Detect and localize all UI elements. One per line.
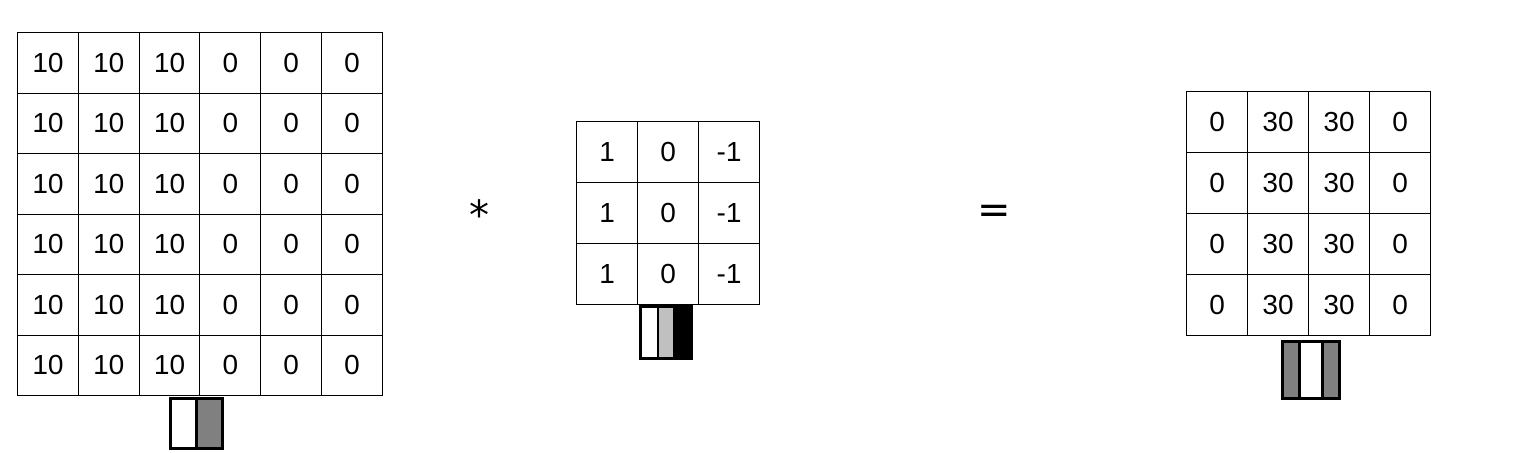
input-matrix-cell: 0: [320, 32, 383, 94]
input-matrix-cell: 0: [260, 274, 322, 336]
kernel-swatch-band-positive: [642, 308, 657, 357]
input-matrix-cell: 0: [260, 334, 322, 396]
output-matrix-cell: 0: [1369, 152, 1431, 214]
input-matrix-cell: 0: [199, 92, 262, 154]
output-swatch-band-right: [1324, 343, 1338, 397]
output-matrix-cell: 0: [1186, 152, 1248, 214]
kernel-matrix-cell: 1: [576, 182, 638, 244]
input-matrix-cell: 0: [320, 334, 383, 396]
convolution-operator: *: [469, 193, 489, 239]
input-matrix-cell: 10: [77, 32, 140, 94]
kernel-swatch-band-negative: [673, 308, 691, 357]
kernel-matrix-cell: -1: [698, 243, 760, 305]
output-matrix-cell: 30: [1308, 91, 1370, 153]
output-matrix-cell: 30: [1308, 213, 1370, 275]
input-matrix-cell: 0: [199, 153, 262, 215]
output-swatch-band-edge: [1298, 343, 1324, 397]
input-swatch-band-dark: [195, 400, 221, 447]
input-matrix-cell: 0: [260, 92, 322, 154]
input-matrix-cell: 0: [320, 153, 383, 215]
input-matrix-cell: 0: [320, 274, 383, 336]
kernel-matrix-cell: -1: [698, 121, 760, 183]
input-matrix-cell: 10: [138, 92, 201, 154]
input-matrix-cell: 0: [199, 334, 262, 396]
input-matrix-cell: 0: [199, 274, 262, 336]
input-matrix-cell: 10: [77, 213, 140, 275]
kernel-matrix-cell: 0: [637, 243, 699, 305]
input-matrix-cell: 0: [320, 92, 383, 154]
input-intensity-swatch: [169, 397, 224, 450]
output-matrix-cell: 0: [1186, 213, 1248, 275]
input-swatch-band-light: [172, 400, 195, 447]
input-matrix-cell: 0: [320, 213, 383, 275]
input-matrix-cell: 10: [138, 213, 201, 275]
input-matrix-cell: 10: [138, 334, 201, 396]
input-matrix-cell: 0: [199, 213, 262, 275]
input-matrix-cell: 10: [77, 274, 140, 336]
output-intensity-swatch: [1281, 340, 1341, 400]
input-matrix-cell: 10: [138, 274, 201, 336]
output-matrix-cell: 0: [1369, 274, 1431, 336]
kernel-swatch-band-zero: [656, 308, 674, 357]
input-matrix-cell: 10: [17, 92, 79, 154]
output-matrix-cell: 30: [1308, 274, 1370, 336]
kernel-matrix-cell: 0: [637, 121, 699, 183]
output-swatch-band-left: [1284, 343, 1298, 397]
output-matrix-cell: 30: [1247, 91, 1309, 153]
input-matrix-cell: 10: [77, 334, 140, 396]
input-matrix-cell: 10: [17, 32, 79, 94]
kernel-matrix-cell: -1: [698, 182, 760, 244]
input-matrix-cell: 10: [17, 334, 79, 396]
output-matrix-cell: 30: [1247, 274, 1309, 336]
kernel-matrix-cell: 1: [576, 243, 638, 305]
output-matrix-cell: 0: [1186, 274, 1248, 336]
kernel-matrix-cell: 0: [637, 182, 699, 244]
output-matrix-cell: 30: [1247, 152, 1309, 214]
input-matrix-cell: 10: [77, 92, 140, 154]
input-matrix-cell: 0: [260, 153, 322, 215]
input-matrix-cell: 10: [17, 213, 79, 275]
kernel-matrix-cell: 1: [576, 121, 638, 183]
input-matrix-cell: 10: [17, 274, 79, 336]
input-matrix-cell: 10: [138, 32, 201, 94]
output-matrix-cell: 30: [1308, 152, 1370, 214]
output-matrix-cell: 0: [1369, 213, 1431, 275]
input-matrix-cell: 0: [199, 32, 262, 94]
output-matrix-cell: 0: [1186, 91, 1248, 153]
input-matrix-cell: 10: [77, 153, 140, 215]
input-matrix-cell: 0: [260, 32, 322, 94]
kernel-intensity-swatch: [639, 305, 693, 360]
output-matrix-cell: 30: [1247, 213, 1309, 275]
input-matrix-cell: 0: [260, 213, 322, 275]
input-matrix-cell: 10: [138, 153, 201, 215]
equals-operator: =: [977, 187, 1011, 233]
output-matrix-cell: 0: [1369, 91, 1431, 153]
input-matrix-cell: 10: [17, 153, 79, 215]
